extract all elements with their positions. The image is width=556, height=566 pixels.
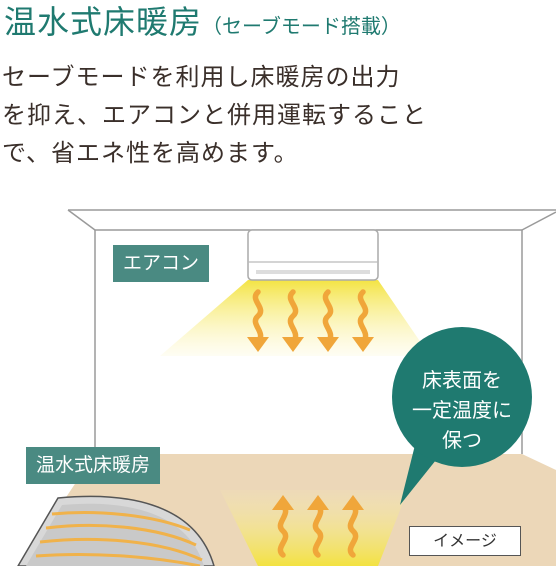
image-note: イメージ	[409, 526, 521, 556]
description: セーブモードを利用し床暖房の出力 を抑え、エアコンと併用運転すること で、省エネ…	[2, 58, 554, 172]
floor-heating-label: 温水式床暖房	[26, 447, 161, 484]
callout-text: 床表面を 一定温度に 保つ	[397, 365, 527, 455]
description-line: を抑え、エアコンと併用運転すること	[2, 101, 427, 129]
air-conditioner	[247, 229, 379, 281]
description-line: で、省エネ性を高めます。	[2, 139, 299, 167]
callout-bubble	[392, 327, 532, 505]
floor-heating-panel	[17, 495, 215, 566]
callout-line: 一定温度に	[412, 398, 512, 422]
callout-line: 床表面を	[422, 368, 502, 392]
title-sub: （セーブモード搭載）	[202, 14, 401, 38]
aircon-label: エアコン	[113, 245, 210, 282]
description-line: セーブモードを利用し床暖房の出力	[2, 63, 401, 91]
callout-line: 保つ	[442, 428, 482, 452]
title-main: 温水式床暖房	[4, 3, 203, 41]
section-title: 温水式床暖房（セーブモード搭載）	[4, 6, 401, 38]
